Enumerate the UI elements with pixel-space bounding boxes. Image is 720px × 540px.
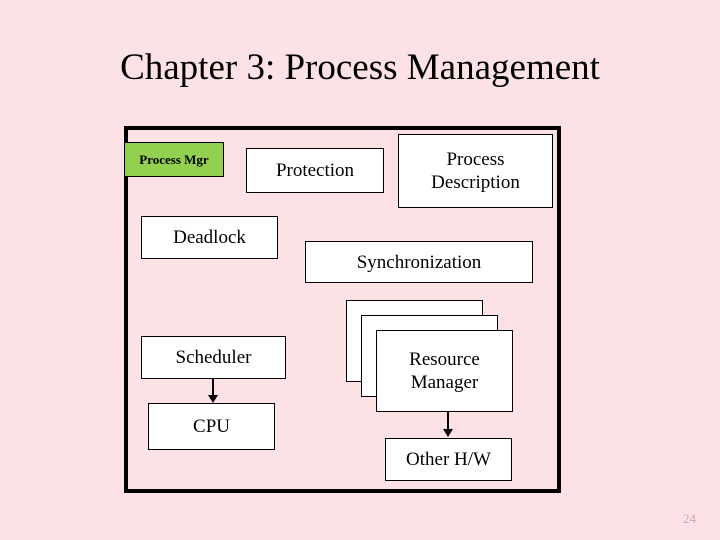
box-protection-label: Protection: [275, 160, 355, 181]
box-other-hw-label: Other H/W: [406, 449, 491, 470]
box-process-mgr[interactable]: Process Mgr: [124, 142, 224, 177]
arrow-resource-manager-to-other-hw-head-icon: [443, 429, 453, 437]
box-deadlock-label: Deadlock: [173, 227, 246, 248]
box-process-description-line2: Description: [431, 172, 520, 193]
page-number: 24: [683, 511, 696, 526]
arrow-scheduler-to-cpu-head-icon: [208, 395, 218, 403]
box-cpu-label: CPU: [193, 416, 230, 437]
box-process-mgr-label: Process Mgr: [139, 152, 209, 167]
box-other-hw[interactable]: Other H/W: [385, 438, 512, 481]
box-synchronization-label: Synchronization: [356, 251, 482, 273]
box-synchronization[interactable]: Synchronization: [305, 241, 533, 283]
box-resource-manager-line1: Resource: [409, 349, 480, 370]
box-scheduler-label: Scheduler: [175, 347, 252, 368]
box-resource-manager-line2: Manager: [410, 372, 479, 393]
box-resource-manager[interactable]: Resource Manager: [376, 330, 513, 412]
box-protection[interactable]: Protection: [246, 148, 384, 193]
box-deadlock[interactable]: Deadlock: [141, 216, 278, 259]
box-scheduler[interactable]: Scheduler: [141, 336, 286, 379]
page-title: Chapter 3: Process Management: [120, 47, 600, 88]
box-cpu[interactable]: CPU: [148, 403, 275, 450]
diagram-outer-frame: [124, 126, 561, 493]
box-process-description-line1: Process: [446, 149, 505, 170]
arrow-resource-manager-to-other-hw-line: [447, 412, 449, 430]
arrow-scheduler-to-cpu-line: [212, 379, 214, 396]
box-process-description[interactable]: Process Description: [398, 134, 553, 208]
